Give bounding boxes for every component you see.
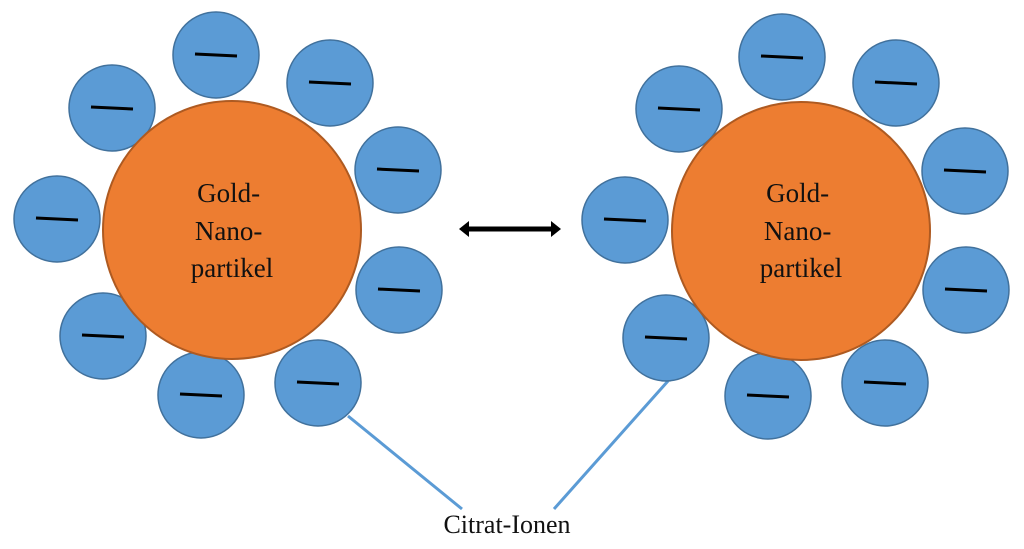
negative-charge-icon [657,106,701,112]
citrate-ion [841,339,929,427]
negative-charge-icon [603,217,647,223]
negative-charge-icon [760,54,804,60]
gold-nanoparticle-left [102,100,362,360]
negative-charge-icon [944,287,988,293]
negative-charge-icon [35,216,79,222]
citrate-ion [68,64,156,152]
citrate-ion [59,292,147,380]
negative-charge-icon [376,167,420,173]
nanoparticle-group-left: Gold- Nano- partikel [13,11,443,439]
citrate-ion [286,39,374,127]
citrate-ion [738,13,826,101]
citrate-ion [274,339,362,427]
negative-charge-icon [863,380,907,386]
negative-charge-icon [644,335,688,341]
nanoparticle-group-right: Gold- Nano- partikel [581,13,1010,440]
nanoparticle-label-right: Gold- Nano- partikel [760,178,842,283]
citrate-ion [354,126,442,214]
citrate-ion [157,351,245,439]
negative-charge-icon [179,392,223,398]
citrate-ion [921,127,1009,215]
citrate-ion [852,39,940,127]
negative-charge-icon [746,393,790,399]
negative-charge-icon [90,105,134,111]
negative-charge-icon [194,52,238,58]
citrate-ion [355,246,443,334]
negative-charge-icon [943,168,987,174]
double-headed-arrow-icon [459,221,561,237]
negative-charge-icon [296,380,340,386]
leader-line-left [347,414,463,511]
negative-charge-icon [81,333,125,339]
citrate-ion [13,175,101,263]
citrate-ion [922,246,1010,334]
leader-line-right [552,380,670,510]
citrate-ion [724,352,812,440]
gold-nanoparticle-right [671,101,931,361]
citrate-ion [172,11,260,99]
negative-charge-icon [377,287,421,293]
citrate-ion [635,65,723,153]
caption-citrat-ionen: Citrat-Ionen [443,510,570,539]
negative-charge-icon [308,80,352,86]
negative-charge-icon [874,80,918,86]
citrate-ion [581,176,669,264]
citrate-ion [622,294,710,382]
nanoparticle-label-left: Gold- Nano- partikel [191,178,273,283]
